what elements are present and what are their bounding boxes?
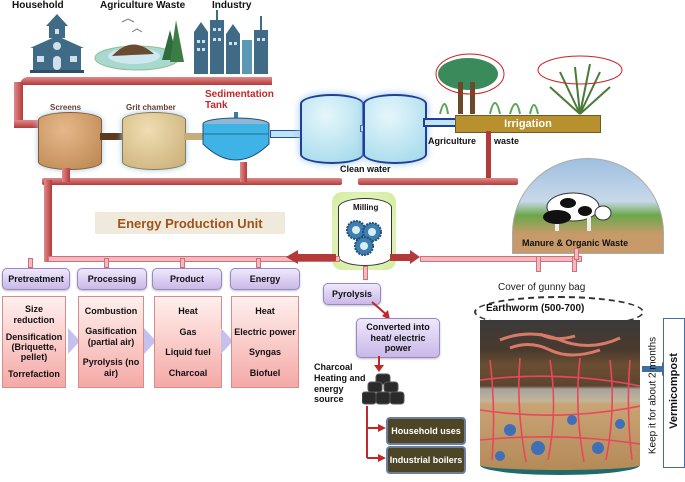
list-item: Torrefaction [8,369,60,380]
energy-list: Heat Electric power Syngas Biofuel [231,296,299,388]
list-item: Charcoal [168,367,208,378]
irrigation-bar: Irrigation [455,115,601,133]
grit-chamber-tank [122,112,186,170]
milling-left-arrow-icon [286,250,298,264]
milling-label: Milling [353,203,379,212]
crops-and-trees-icon [435,53,623,115]
arrow-down-right-icon [371,301,390,320]
header-pretreatment: Pretreatment [2,268,70,290]
drop-processing [104,258,109,268]
product-list: Heat Gas Liquid fuel Charcoal [154,296,222,388]
manure-drop [574,248,579,260]
arrow-right-icon [221,328,233,354]
screens-label: Screens [50,103,82,112]
list-item: Gasification (partial air) [85,326,137,347]
clean-water-label: Clean water [340,164,391,174]
arrow-right-icon [68,328,80,354]
milling-left-arrow-shaft [296,254,336,261]
grit-to-sediment-pipe [184,133,204,140]
charcoal-briquettes-icon [362,373,405,405]
converted-box: Converted into heat/ electric power [356,318,440,358]
header-energy: Energy [230,268,300,290]
list-item: Electric power [234,326,296,337]
charcoal-note: Charcoal Heating and energy source [314,362,366,405]
list-item: Gas [179,326,197,337]
duration-label-wrap: Keep it for about 2 months [646,318,660,478]
list-item: Heat [255,306,275,317]
drop-energy [256,258,261,268]
milling-right-arrow-icon [410,250,420,264]
agriculture-label: Agriculture [428,136,477,146]
pyrolysis-box: Pyrolysis [323,283,381,305]
waste-label: waste [494,136,520,146]
processing-list: Combustion Gasification (partial air) Py… [78,296,144,388]
list-item: Syngas [248,347,281,358]
vermicompost-box: Vermicompost [663,318,685,468]
pretreatment-list: Size reduction Densification (Briquette,… [2,296,66,388]
source-industry-label: Industry [212,0,252,11]
clean-water-tank-2 [363,94,427,164]
inlet-pipe [14,82,23,122]
source-agriculture-waste-label: Agriculture Waste [100,0,186,11]
screens-outlet-pipe [62,168,70,182]
earthworm-label: Earthworm (500-700) [486,303,585,314]
vermicompost-arrow-shaft [642,366,664,372]
household-uses-box: Household uses [386,417,466,445]
sedimentation-tank [202,112,270,161]
waste-to-milling-pipe [358,178,518,185]
collection-pipe [20,77,272,85]
screens-to-grit-pipe [100,133,122,140]
drop-product [180,258,185,268]
gears-icon [346,220,382,256]
source-household-label: Household [12,0,64,11]
screens-tank [38,112,102,170]
inlet-pipe-elbow [14,120,39,128]
cow-icon [543,192,612,231]
arrow-down-icon [374,356,384,372]
vermicompost-feed-line [420,256,582,262]
arrow-right-icon [144,328,156,354]
list-item: Size reduction [13,304,55,325]
irrigation-waste-pipe [486,131,491,181]
sedimentation-tank-label: Sedimentation Tank [205,89,274,111]
vermicompost-label: Vermicompost [668,353,680,429]
pretreatment-feed-pipe [44,180,52,262]
sediment-outlet-pipe [240,162,247,182]
industrial-boilers-box: Industrial boilers [386,446,466,474]
list-item: Densification (Briquette, pellet) [5,331,63,363]
gunny-bag-label: Cover of gunny bag [498,282,586,293]
compost-heap-icon [94,18,184,71]
header-processing: Processing [77,268,147,290]
vermi-drop-1 [536,256,541,272]
milling-right-arrow-shaft [390,254,412,261]
house-icon [30,14,84,73]
milling-to-pyrolysis-line [363,266,368,280]
sediment-to-clean-pipe [270,130,302,138]
energy-feed-line [48,256,340,262]
header-product: Product [152,268,222,290]
list-item: Biofuel [249,367,281,378]
city-buildings-icon [194,10,268,74]
list-item: Liquid fuel [165,347,211,358]
branch-arrows-icon [366,406,386,462]
energy-unit-title: Energy Production Unit [95,212,285,234]
drop-pretreatment [28,258,33,268]
list-item: Pyrolysis (no air) [82,357,140,378]
earthworms-illustration [480,332,640,463]
clean-to-irrigation-pipe [423,118,459,127]
list-item: Heat [178,306,198,317]
sediment-return-pipe [42,178,342,185]
grit-chamber-label: Grit chamber [126,103,176,112]
clean-water-tank-1 [300,94,364,164]
vermicompost-bin [480,320,640,475]
manure-label: Manure & Organic Waste [522,238,629,248]
duration-label: Keep it for about 2 months [647,336,659,455]
list-item: Combustion [84,306,138,317]
